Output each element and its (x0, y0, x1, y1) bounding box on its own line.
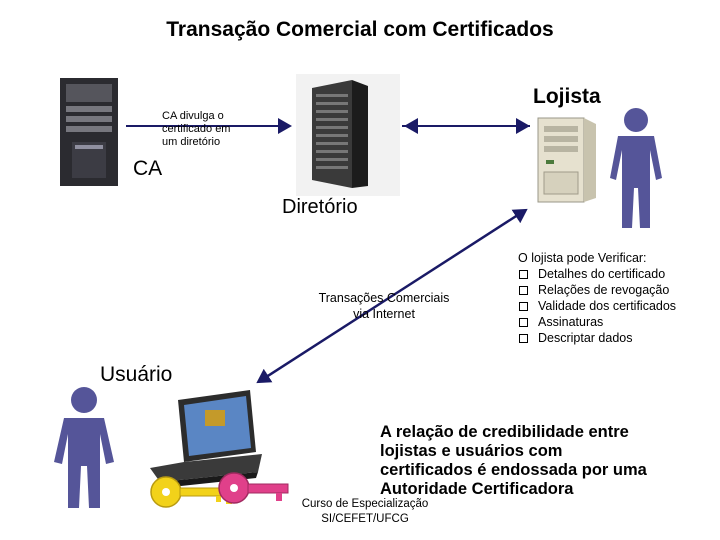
yellow-key-icon (150, 476, 241, 508)
list-item-text: Descriptar dados (538, 331, 633, 345)
trust-statement: A relação de credibilidade entre lojista… (380, 423, 700, 499)
trust-statement-line: A relação de credibilidade entre (380, 423, 629, 441)
list-item-text: Validade dos certificados (538, 299, 677, 313)
list-item: Descriptar dados (518, 330, 676, 346)
course-footer: Curso de Especialização SI/CEFET/UFCG (285, 497, 445, 527)
ca-label: CA (133, 157, 163, 180)
page-title: Transação Comercial com Certificados (166, 18, 554, 41)
flow-arrows (126, 118, 530, 384)
course-footer-line: Curso de Especialização (301, 498, 429, 510)
transactions-label: Transações Comerciais via Internet (304, 290, 464, 322)
verification-heading: O lojista pode Verificar: (518, 251, 647, 265)
list-item-text: Assinaturas (538, 315, 604, 329)
list-item: Validade dos certificados (518, 298, 676, 314)
ca-note: CA divulga o certificado em um diretório (162, 110, 230, 149)
checkbox-bullet-icon (519, 317, 528, 327)
checkbox-bullet-icon (519, 301, 528, 311)
user-label: Usuário (100, 363, 173, 386)
list-item-text: Relações de revogação (538, 283, 670, 297)
user-person-icon (54, 387, 114, 508)
transactions-line: Transações Comerciais (318, 291, 450, 305)
trust-statement-line: certificados é endossada por uma (380, 461, 647, 479)
trust-statement-line: Autoridade Certificadora (380, 480, 574, 498)
course-footer-line: SI/CEFET/UFCG (321, 513, 409, 525)
list-item-text: Detalhes do certificado (538, 267, 666, 281)
ca-note-line: um diretório (162, 136, 221, 148)
pink-key-icon (218, 472, 289, 504)
merchant-server-icon (537, 117, 596, 203)
transactions-line: via Internet (353, 307, 415, 321)
list-item: Assinaturas (518, 314, 676, 330)
checkbox-bullet-icon (519, 285, 528, 295)
list-item: Detalhes do certificado (518, 266, 676, 282)
merchant-person-icon (610, 108, 662, 228)
ca-note-line: CA divulga o (162, 110, 224, 122)
trust-statement-line: lojistas e usuários com (380, 442, 563, 460)
ca-note-line: certificado em (162, 123, 231, 135)
list-item: Relações de revogação (518, 282, 676, 298)
directory-server-icon (296, 74, 400, 196)
laptop-icon (150, 390, 262, 488)
merchant-label: Lojista (533, 85, 601, 108)
arrow-user-to-merchant (261, 208, 528, 381)
checkbox-bullet-icon (519, 269, 528, 279)
verification-list: O lojista pode Verificar: Detalhes do ce… (518, 250, 676, 346)
directory-label: Diretório (282, 196, 358, 218)
ca-server-icon (60, 78, 118, 186)
checkbox-bullet-icon (519, 333, 528, 343)
